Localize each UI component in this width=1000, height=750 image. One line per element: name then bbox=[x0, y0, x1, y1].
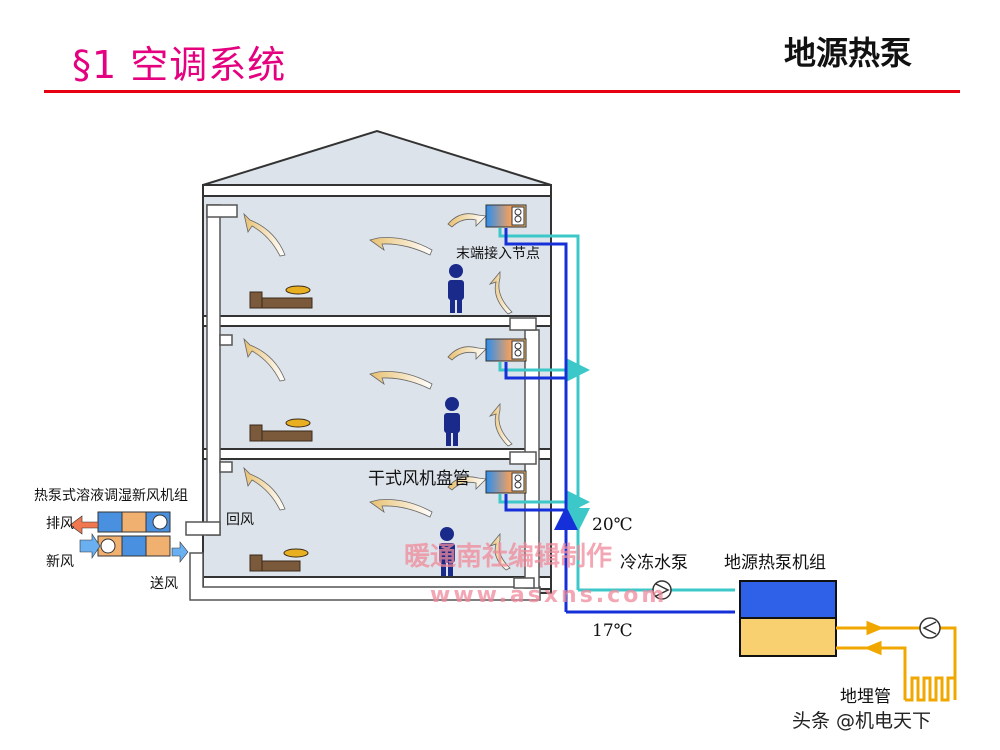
source-credit: 头条 @机电天下 bbox=[792, 710, 931, 732]
fresh-air-unit bbox=[69, 511, 189, 563]
heat-pump-unit-label: 地源热泵机组 bbox=[724, 553, 826, 573]
return-duct bbox=[189, 552, 541, 601]
airflow-arrow bbox=[243, 337, 286, 382]
ground-loop-label: 地埋管 bbox=[840, 687, 891, 707]
supply-water-pipes bbox=[498, 228, 735, 592]
roof bbox=[202, 129, 552, 186]
terminal-node-label: 末端接入节点 bbox=[456, 245, 540, 262]
section-title: §1 空调系统 bbox=[72, 43, 287, 87]
airflow-arrow bbox=[369, 371, 433, 390]
exhaust-arrow bbox=[69, 515, 99, 535]
fan-coil-unit-floor-1 bbox=[485, 470, 527, 494]
dry-fan-coil-label: 干式风机盘管 bbox=[368, 469, 470, 489]
fan-coil-unit-floor-2 bbox=[485, 338, 527, 362]
sofa-floor-3 bbox=[249, 285, 313, 309]
person-icon bbox=[444, 397, 460, 446]
airflow-arrows bbox=[243, 212, 513, 571]
person-icon bbox=[439, 527, 455, 576]
chilled-water-pump-label: 冷冻水泵 bbox=[620, 553, 688, 573]
airflow-arrow bbox=[243, 212, 286, 257]
left-duct bbox=[206, 204, 221, 536]
occupants bbox=[439, 264, 464, 576]
chilled-water-pump bbox=[652, 580, 672, 600]
header-divider bbox=[44, 90, 960, 93]
fresh-air-label: 新风 bbox=[46, 554, 74, 570]
airflow-arrow bbox=[369, 237, 433, 256]
duct-system bbox=[185, 204, 541, 601]
slab-floor-2 bbox=[202, 448, 552, 460]
airflow-arrow bbox=[243, 466, 286, 511]
fan-coil-unit-floor-3 bbox=[485, 204, 527, 228]
supply-temp-label: 20℃ bbox=[592, 515, 633, 535]
heat-pump-unit bbox=[739, 580, 837, 657]
return-air-label: 回风 bbox=[226, 512, 254, 528]
person-icon bbox=[448, 264, 464, 313]
fresh-air-arrow bbox=[79, 533, 101, 559]
airflow-arrow bbox=[488, 402, 513, 447]
supply-air-arrow bbox=[171, 541, 189, 563]
return-temp-label: 17℃ bbox=[592, 621, 633, 641]
watermark-text: 暖通南社编辑制作 bbox=[404, 541, 612, 572]
sofa-floor-2 bbox=[249, 418, 313, 442]
fresh-air-unit-label: 热泵式溶液调湿新风机组 bbox=[34, 488, 188, 504]
airflow-arrow bbox=[447, 346, 487, 361]
airflow-arrow bbox=[369, 499, 433, 518]
slab-top bbox=[202, 184, 552, 197]
airflow-arrow bbox=[447, 476, 487, 491]
airflow-arrow bbox=[447, 213, 487, 228]
exhaust-air-label: 排风 bbox=[46, 516, 74, 532]
airflow-arrow bbox=[488, 270, 513, 315]
sofa-floor-1 bbox=[249, 548, 309, 572]
supply-air-label: 送风 bbox=[150, 576, 178, 592]
watermark-url: www.asxns.com bbox=[430, 583, 667, 608]
ground-loop-pump bbox=[919, 617, 941, 639]
furniture bbox=[249, 285, 313, 572]
slab-floor-3 bbox=[202, 315, 552, 327]
return-water-pipes bbox=[504, 228, 735, 614]
airflow-arrow bbox=[488, 532, 511, 571]
topic-title: 地源热泵 bbox=[783, 34, 912, 72]
supply-duct bbox=[185, 521, 221, 536]
ground-loop bbox=[836, 620, 957, 702]
fan-coil-units bbox=[485, 204, 527, 494]
